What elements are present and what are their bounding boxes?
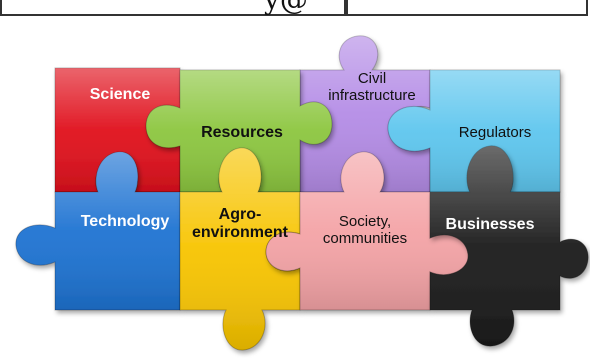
label-regulators-text: Regulators bbox=[458, 124, 532, 141]
label-businesses-text: Businesses bbox=[445, 216, 535, 233]
puzzle-piece-regulators bbox=[387, 69, 561, 193]
label-agroenv-line2: environment bbox=[191, 224, 288, 242]
label-technology-text: Technology bbox=[80, 213, 170, 230]
header-partial-text: y@ bbox=[264, 0, 308, 14]
puzzle-piece-businesses bbox=[429, 145, 589, 347]
piece-shine bbox=[180, 147, 300, 351]
label-civil-line1: Civil bbox=[357, 70, 387, 87]
piece-shine bbox=[300, 35, 430, 193]
label-regulators: Regulators bbox=[445, 124, 545, 141]
label-society: Society, communities bbox=[300, 213, 430, 248]
label-science-text: Science bbox=[89, 86, 151, 103]
label-technology: Technology bbox=[70, 213, 180, 231]
label-civil: Civil infrastructure bbox=[314, 70, 430, 105]
puzzle-piece-resources bbox=[145, 69, 333, 193]
label-resources-text: Resources bbox=[201, 124, 283, 141]
label-agroenv-line1: Agro- bbox=[218, 206, 262, 223]
piece-shine bbox=[55, 68, 208, 192]
label-civil-line2: infrastructure bbox=[328, 87, 416, 105]
label-agroenv: Agro- environment bbox=[180, 206, 300, 243]
label-society-line2: communities bbox=[322, 230, 408, 248]
label-society-line1: Society, bbox=[338, 213, 392, 230]
piece-shine bbox=[430, 145, 589, 347]
puzzle-piece-science bbox=[54, 67, 209, 193]
piece-shine bbox=[146, 70, 332, 192]
piece-shine bbox=[266, 151, 469, 310]
header-box-right bbox=[346, 0, 588, 16]
puzzle-piece-agroenv bbox=[179, 147, 301, 351]
label-resources: Resources bbox=[192, 124, 292, 142]
header-box-left bbox=[0, 0, 346, 16]
label-businesses: Businesses bbox=[432, 216, 548, 234]
piece-shine bbox=[15, 151, 181, 310]
piece-shine bbox=[387, 70, 560, 192]
label-science: Science bbox=[80, 86, 160, 104]
